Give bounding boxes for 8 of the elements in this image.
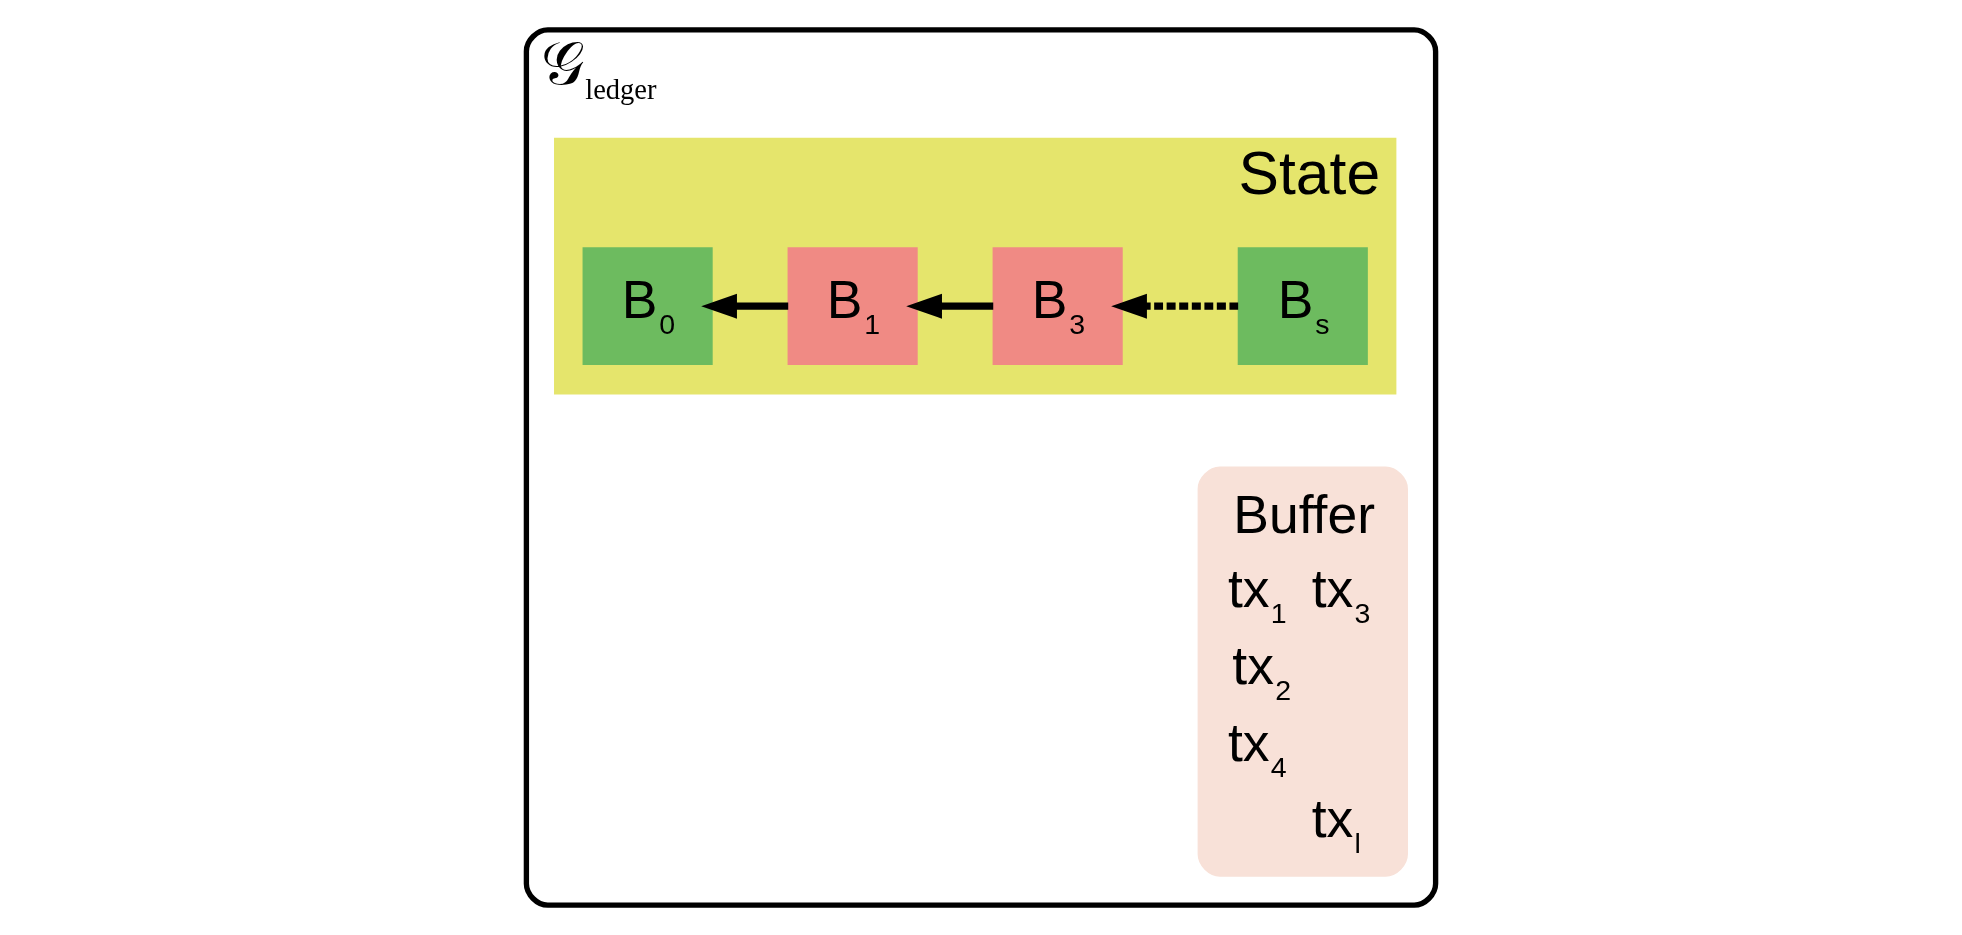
node-box: B$_{3}$ (992, 247, 1123, 365)
arrow (1111, 293, 1239, 319)
node-box: B$_{0}$ (582, 247, 713, 365)
node-box: B$_{s}$ (1237, 247, 1368, 365)
arrow (701, 293, 789, 319)
node-box: B$_{1}$ (787, 247, 918, 365)
arrow (906, 293, 994, 319)
node-box: Buffer tx$_{1}$ tx$_{3}$ tx$_{2}$ tx$_{4}$ tx$_{l}$ (1197, 466, 1408, 877)
